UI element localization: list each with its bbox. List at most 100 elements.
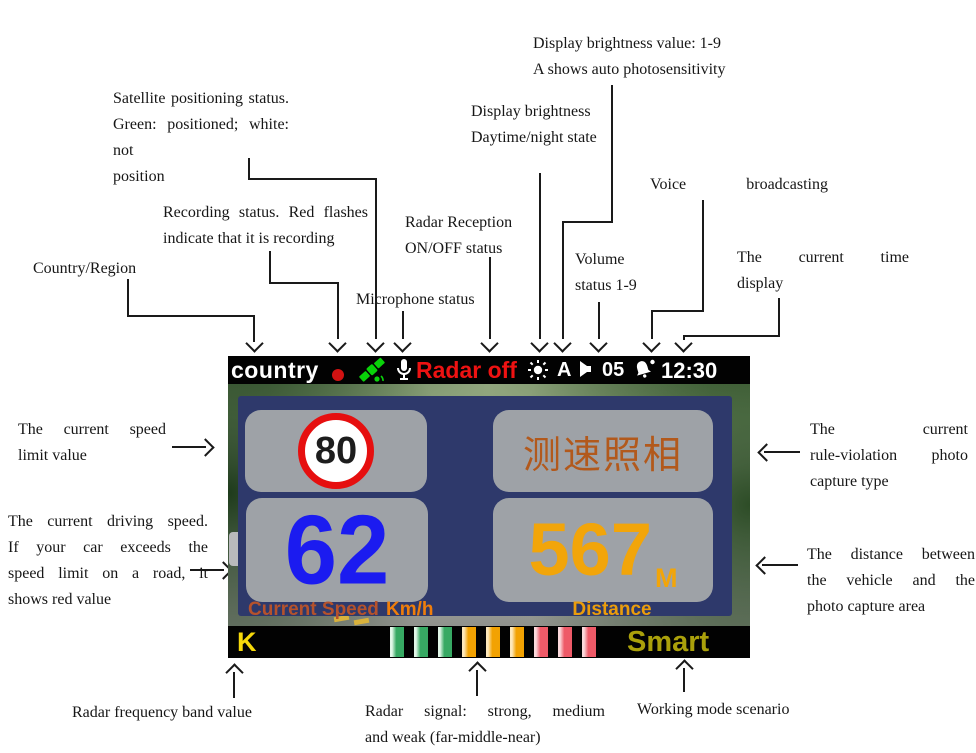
working-mode-label: Smart	[627, 626, 710, 658]
signal-bar	[582, 627, 596, 657]
callout-arrowhead	[674, 334, 693, 353]
radar-status-label: Radar off	[416, 357, 517, 383]
country-label: country	[231, 357, 319, 383]
distance-caption: Distance	[572, 599, 652, 620]
callout-arrowhead	[553, 334, 572, 353]
signal-bar	[534, 627, 548, 657]
volume-level-label: 05	[602, 359, 625, 381]
callout-arrowhead	[480, 334, 499, 353]
callout-arrowhead	[468, 661, 487, 680]
speed-limit-panel: 80	[245, 410, 427, 492]
callout-line	[611, 85, 613, 223]
callout-line	[762, 564, 798, 566]
annotation-driving-speed: The current driving speed.If your car ex…	[8, 513, 208, 608]
callout-line	[778, 298, 780, 337]
callout-arrowhead	[642, 334, 661, 353]
annotation-working-mode: Working mode scenario	[637, 701, 790, 718]
callout-line	[683, 335, 780, 337]
microphone-icon	[396, 358, 412, 387]
callout-line	[562, 221, 613, 223]
bell-icon	[631, 358, 657, 387]
callout-arrowhead	[393, 334, 412, 353]
callout-arrowhead	[245, 334, 264, 353]
callout-line	[683, 668, 685, 692]
callout-line	[337, 283, 339, 339]
annotation-country-region: Country/Region	[33, 260, 137, 277]
signal-bar	[462, 627, 476, 657]
capture-type-panel: 测速照相	[493, 410, 713, 492]
callout-arrowhead	[589, 334, 608, 353]
signal-bar	[390, 627, 404, 657]
callout-line	[651, 310, 704, 312]
callout-arrowhead	[196, 438, 215, 457]
annotation-radar-band: Radar frequency band value	[72, 704, 252, 721]
callout-line	[683, 336, 685, 340]
callout-line	[375, 179, 377, 339]
distance-panel: 567 M	[493, 498, 713, 602]
callout-line	[233, 672, 235, 698]
callout-arrowhead	[755, 556, 774, 575]
speed-limit-value: 80	[314, 429, 358, 472]
signal-bar	[486, 627, 500, 657]
callout-line	[476, 670, 478, 696]
capture-type-label: 测速照相	[522, 434, 683, 477]
callout-line	[269, 251, 271, 284]
distance-unit-label: M	[654, 563, 678, 593]
callout-line	[702, 200, 704, 312]
callout-line	[190, 569, 224, 571]
camera-preview-background: 80 测速照相 62 567 M Current Speed Km/h Dist…	[228, 384, 750, 626]
satellite-icon	[355, 356, 389, 389]
status-bar: country Radar off	[228, 356, 750, 384]
callout-arrowhead	[328, 334, 347, 353]
info-overlay-panel: 80 测速照相 62 567 M Current Speed Km/h Dist…	[238, 396, 732, 620]
callout-line	[248, 158, 250, 180]
signal-bar	[414, 627, 428, 657]
annotation-satellite-status: Satellite positioning status.Green: posi…	[113, 90, 289, 185]
brightness-sun-icon	[526, 359, 550, 386]
radar-status-bar: K Smart	[228, 626, 750, 658]
current-speed-value: 62	[284, 494, 390, 605]
clock-label: 12:30	[661, 358, 718, 383]
callout-line	[539, 173, 541, 339]
callout-line	[402, 311, 404, 339]
callout-line	[562, 222, 564, 339]
callout-line	[127, 315, 255, 317]
speed-unit-label: Km/h	[386, 599, 434, 620]
callout-line	[764, 451, 800, 453]
radar-signal-bars	[390, 627, 596, 657]
signal-bar	[510, 627, 524, 657]
annotation-microphone-status: Microphone status	[356, 291, 475, 308]
callout-arrowhead	[675, 659, 694, 678]
signal-bar	[438, 627, 452, 657]
callout-line	[489, 257, 491, 339]
callout-arrowhead	[530, 334, 549, 353]
callout-line	[248, 178, 377, 180]
callout-line	[598, 302, 600, 339]
callout-line	[172, 446, 206, 448]
speed-limit-sign: 80	[298, 413, 374, 489]
callout-line	[127, 279, 129, 317]
current-speed-caption: Current Speed	[248, 599, 379, 620]
signal-bar	[558, 627, 572, 657]
radar-band-label: K	[237, 627, 257, 657]
device-screen: country Radar off	[228, 356, 750, 658]
speaker-icon	[577, 360, 599, 383]
auto-brightness-label: A	[557, 359, 572, 381]
annotation-voice-broadcasting: Voice broadcasting	[650, 176, 828, 193]
callout-arrowhead	[225, 663, 244, 682]
distance-value: 567	[528, 508, 652, 591]
callout-arrowhead	[757, 443, 776, 462]
callout-line	[651, 311, 653, 339]
callout-line	[269, 282, 339, 284]
current-speed-panel: 62	[246, 498, 428, 602]
